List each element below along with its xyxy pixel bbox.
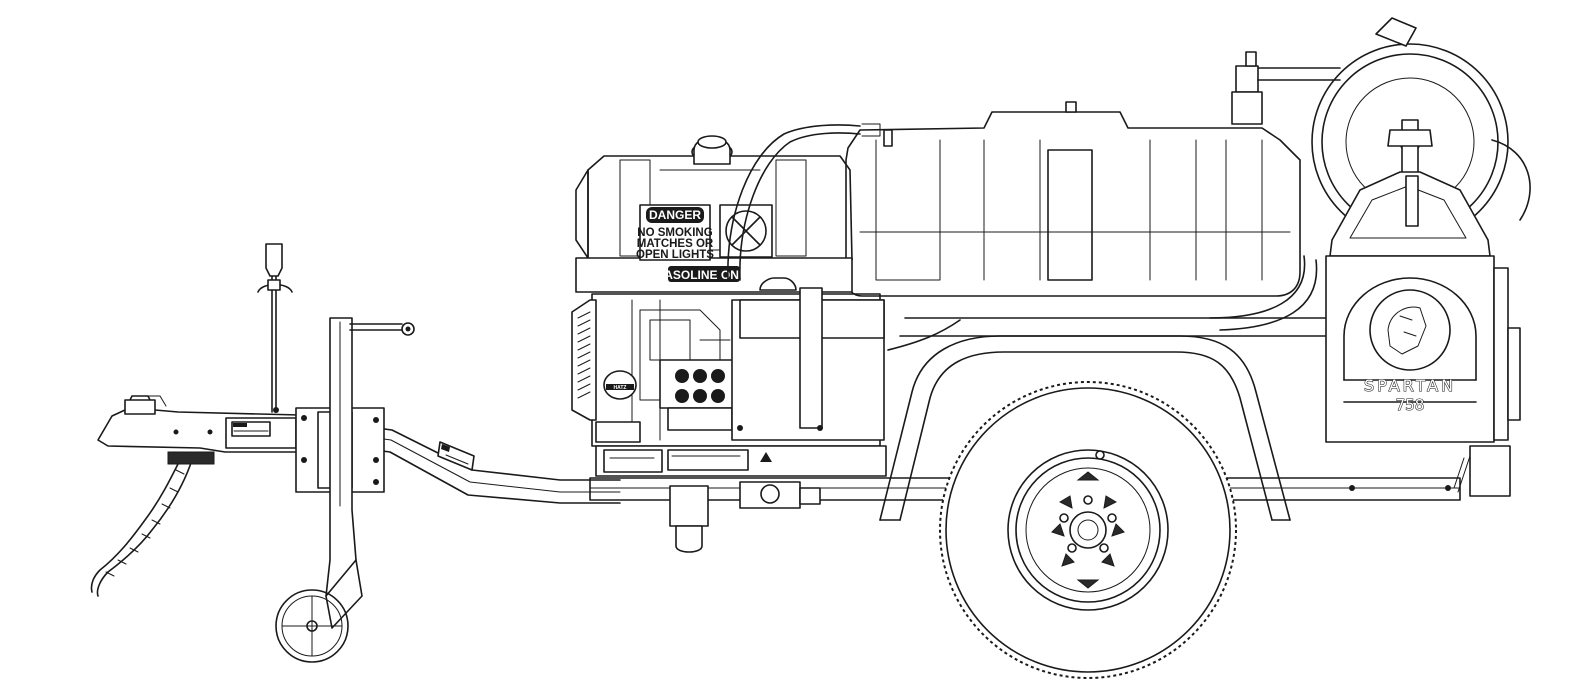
tongue-warning-decal <box>231 421 271 437</box>
reel-hose <box>887 255 1318 351</box>
no-smoking-icon <box>719 204 773 258</box>
breakaway-pin <box>257 243 293 413</box>
pressure-pump <box>659 359 741 431</box>
battery-box <box>731 277 885 441</box>
gasoline-only-label: GASOLINE ONLY <box>655 268 753 282</box>
inlet-fitting <box>669 485 709 553</box>
water-tank <box>845 101 1301 297</box>
spartan-brand-plate: SPARTAN 758 <box>1363 375 1456 414</box>
reel-stand <box>1329 171 1491 257</box>
spartan-logo <box>1343 277 1477 403</box>
brand-name: SPARTAN <box>1364 376 1456 395</box>
danger-line-3: OPEN LIGHTS <box>636 249 714 261</box>
rear-enclosure <box>1325 255 1521 497</box>
control-panel <box>595 421 887 477</box>
danger-decal: DANGER NO SMOKING MATCHES OR OPEN LIGHTS <box>636 204 714 261</box>
gasoline-only-band: GASOLINE ONLY <box>655 266 753 282</box>
danger-line-2: MATCHES OR <box>637 238 714 250</box>
danger-header: DANGER <box>649 208 701 222</box>
fuel-cap <box>691 135 733 165</box>
model-number: 758 <box>1396 396 1425 414</box>
engine-badge: HATZ <box>603 370 637 400</box>
tongue-side-decal <box>437 441 475 471</box>
danger-line-1: NO SMOKING <box>637 227 712 239</box>
unloader-valve-assembly <box>739 481 821 509</box>
tongue-jack <box>325 317 415 629</box>
jack-caster-wheel <box>275 589 349 663</box>
hose-reel <box>1311 17 1531 241</box>
wheel-fender <box>879 335 1291 521</box>
engine-badge-label: HATZ <box>614 385 627 391</box>
trailer-tire <box>939 381 1237 679</box>
safety-chains <box>90 451 215 597</box>
wheel-rim <box>1015 450 1161 603</box>
water-supply-hose <box>727 123 893 281</box>
reel-inlet-swivel <box>1231 51 1341 125</box>
